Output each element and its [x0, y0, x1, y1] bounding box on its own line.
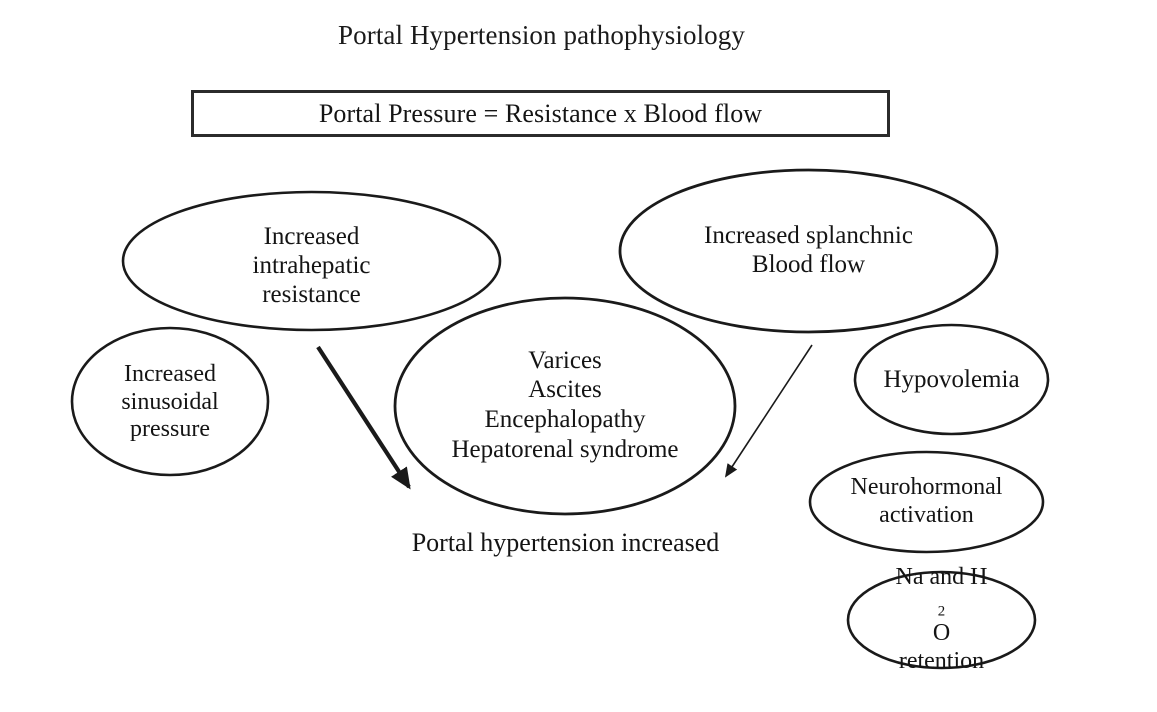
ellipse-varices-ascites-encephalopathy-hepatorenal [393, 296, 737, 516]
ellipse-na-and-h2o-retention [846, 570, 1037, 670]
arrow-splanchnic-to-portal-hypertension [724, 344, 813, 478]
page-title: Portal Hypertension pathophysiology [338, 20, 745, 50]
formula-label: Portal Pressure = Resistance x Blood flo… [318, 98, 763, 128]
ellipse-increased-splanchnic-blood-flow [618, 168, 999, 334]
arrow-intrahepatic-to-portal-hypertension [316, 345, 411, 490]
formula-box: Portal Pressure = Resistance x Blood flo… [191, 90, 890, 137]
caption-portal-hypertension-increased: Portal hypertension increased [411, 528, 720, 557]
ellipse-neurohormonal-activation [808, 450, 1045, 554]
ellipse-increased-sinusoidal-pressure [70, 326, 270, 477]
ellipse-increased-intrahepatic-resistance [121, 190, 502, 332]
ellipse-hypovolemia [853, 323, 1050, 436]
